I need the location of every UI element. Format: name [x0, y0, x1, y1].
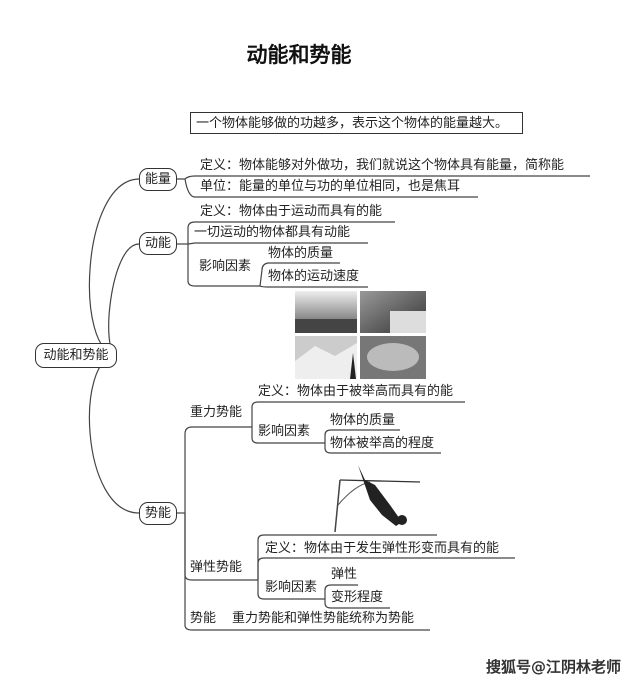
- kinetic-factor: 物体的质量: [268, 246, 334, 261]
- gravitational-factor: 物体被举高的程度: [330, 436, 435, 451]
- gravitational-factors-label: 影响因素: [258, 424, 311, 439]
- elastic-factors-label: 影响因素: [265, 580, 318, 595]
- elastic-factor: 弹性: [331, 567, 358, 582]
- gravitational-label: 重力势能: [190, 405, 243, 420]
- kinetic-definition: 定义：物体由于运动而具有的能: [200, 204, 383, 219]
- kinetic-all-moving: 一切运动的物体都具有动能: [194, 225, 351, 240]
- potential-summary-label: 势能: [190, 611, 217, 626]
- energy-unit: 单位：能量的单位与功的单位相同，也是焦耳: [200, 179, 461, 194]
- kinetic-factor: 物体的运动速度: [268, 269, 360, 284]
- root-node: 动能和势能: [35, 343, 117, 368]
- kinetic-factors-label: 影响因素: [199, 259, 252, 274]
- gravitational-factor: 物体的质量: [330, 413, 396, 428]
- page-title: 动能和势能: [246, 43, 352, 67]
- potential-summary: 重力势能和弹性势能统称为势能: [232, 611, 415, 626]
- energy-definition: 定义：物体能够对外做功，我们就说这个物体具有能量，简称能: [200, 158, 565, 173]
- node-potential: 势能: [139, 502, 177, 525]
- gravitational-definition: 定义：物体由于被举高而具有的能: [258, 384, 454, 399]
- node-kinetic: 动能: [139, 232, 177, 255]
- summary-box: 一个物体能够做的功越多，表示这个物体的能量越大。: [190, 112, 523, 134]
- node-energy: 能量: [139, 168, 177, 191]
- elastic-label: 弹性势能: [190, 560, 243, 575]
- kinetic-energy-photos: [295, 291, 426, 379]
- watermark: 搜狐号@江阴林老师: [486, 658, 622, 676]
- elastic-definition: 定义：物体由于发生弹性形变而具有的能: [265, 541, 500, 556]
- elastic-factor: 变形程度: [331, 590, 384, 605]
- pole-vault-photo: [334, 465, 421, 533]
